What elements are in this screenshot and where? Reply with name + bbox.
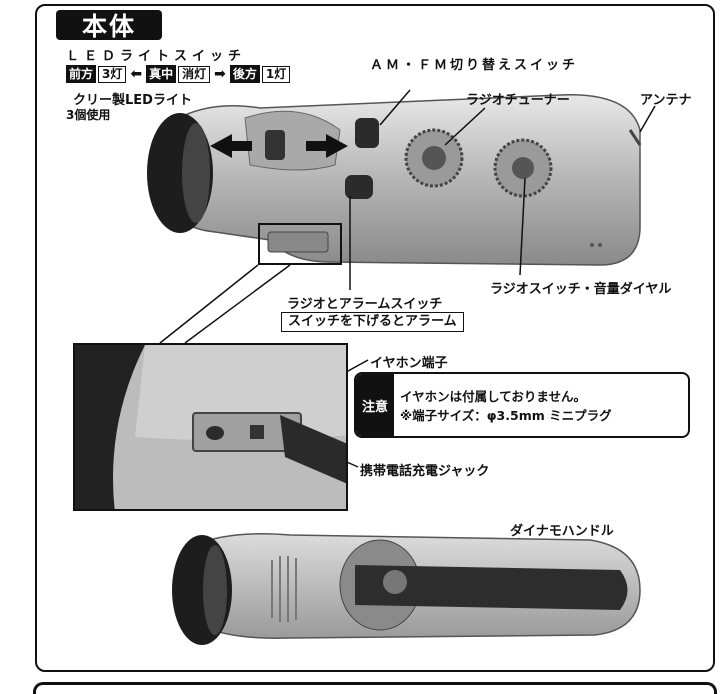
volume-dial-label: ラジオスイッチ・音量ダイヤル [490, 282, 672, 297]
zoom-indicator [258, 223, 342, 265]
alarm-note: スイッチを下げるとアラーム [281, 312, 464, 332]
led-switch-positions: 前方 3灯 ⬅ 真中 消灯 ➡ 後方 1灯 [66, 65, 291, 83]
led-description: クリー製LEDライト [73, 93, 192, 108]
page-title: 本体 [56, 10, 162, 41]
notice-line-2: ※端子サイズ：φ3.5mm ミニプラグ [400, 408, 612, 423]
bottom-device [172, 533, 641, 645]
notice-box: 注意 イヤホンは付属しておりません。 ※端子サイズ：φ3.5mm ミニプラグ [354, 372, 690, 438]
arrow-right-icon [306, 134, 348, 158]
main-panel-frame [35, 4, 715, 672]
phone-charging-jack-label: 携帯電話充電ジャック [360, 464, 490, 479]
notice-tag: 注意 [356, 374, 394, 436]
radio-tuner-label: ラジオチューナー [466, 93, 570, 108]
am-fm-switch-label: ＡＭ・ＦＭ切り替えスイッチ [370, 58, 579, 73]
led-switch-title: ＬＥＤライトスイッチ [66, 49, 247, 64]
arrow-left-icon [210, 134, 252, 158]
position-center-dir: 真中 [146, 65, 177, 83]
position-front-dir: 前方 [66, 65, 97, 83]
radio-alarm-switch-label: ラジオとアラームスイッチ [287, 297, 443, 312]
earphone-jack-label: イヤホン端子 [370, 356, 448, 371]
top-device [147, 94, 642, 266]
position-back-dir: 後方 [229, 65, 260, 83]
arrow-right-icon: ➡ [214, 66, 226, 82]
position-center-state: 消灯 [178, 65, 211, 83]
jack-closeup-inset [73, 343, 348, 511]
led-count: 3個使用 [66, 108, 111, 122]
position-back-state: 1灯 [261, 65, 291, 83]
position-front-state: 3灯 [98, 65, 127, 83]
notice-line-1: イヤホンは付属しておりません。 [400, 389, 587, 404]
arrow-left-icon: ⬅ [130, 66, 143, 82]
dynamo-handle [355, 565, 628, 610]
dynamo-handle-label: ダイナモハンドル [510, 524, 614, 539]
antenna-label: アンテナ [640, 93, 692, 108]
